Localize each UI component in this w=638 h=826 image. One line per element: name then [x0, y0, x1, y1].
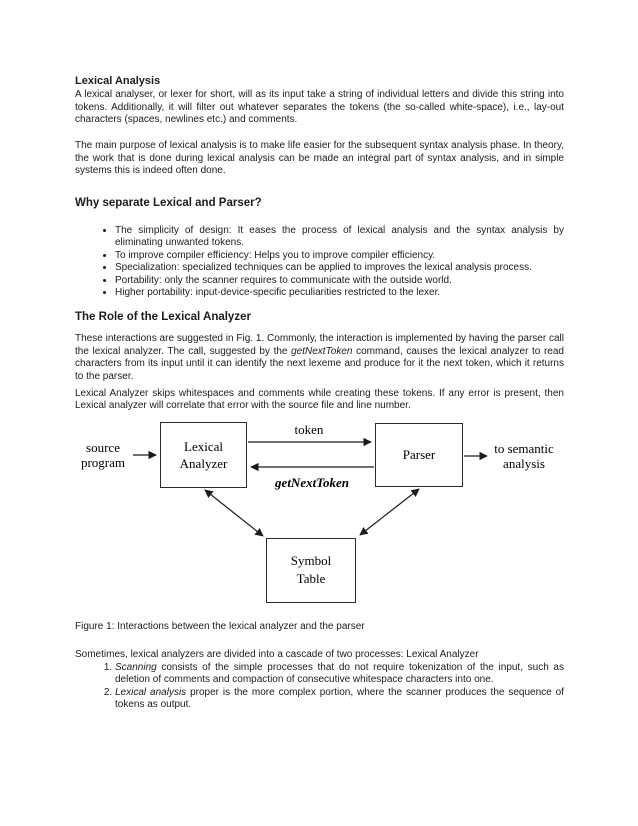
step-term: Scanning [115, 661, 157, 673]
role-p1-text: command, causes the lexical analyzer to … [75, 345, 564, 382]
get-next-token-term: getNextToken [291, 345, 353, 357]
document-content: Lexical Analysis A lexical analyser, or … [75, 75, 564, 712]
reasons-list: The simplicity of design: It eases the p… [75, 225, 564, 299]
section-heading-role: The Role of the Lexical Analyzer [75, 311, 251, 324]
figure-caption: Figure 1: Interactions between the lexic… [75, 620, 365, 632]
role-paragraph-2: Lexical Analyzer skips whitespaces and c… [75, 387, 564, 412]
role-p1-text: These interactions are suggested in Fig.… [75, 333, 564, 357]
arrow-lexer-symbol-table [204, 489, 264, 537]
token-edge-label: token [294, 421, 324, 437]
cascade-intro: Sometimes, lexical analyzers are divided… [75, 649, 479, 661]
lexical-analyzer-node: Lexical Analyzer [160, 421, 247, 488]
intro-paragraph-2: The main purpose of lexical analysis is … [75, 140, 564, 176]
intro-paragraph-1: A lexical analyser, or lexer for short, … [75, 89, 564, 125]
list-item: Specialization: specialized techniques c… [115, 262, 564, 274]
symbol-table-node-label: Symbol Table [290, 553, 332, 587]
lexical-analyzer-node-label: Lexical Analyzer [179, 438, 228, 471]
diagram-arrows [133, 437, 488, 537]
list-item: To improve compiler efficiency: Helps yo… [115, 250, 564, 262]
source-program-label: source program [80, 439, 126, 470]
list-item: Scanning consists of the simple processe… [115, 662, 564, 687]
parser-node-label: Parser [402, 447, 436, 463]
arrow-parser-symbol-table [359, 488, 420, 536]
list-item: Higher portability: input-device-specifi… [115, 287, 564, 299]
get-next-token-edge-label: getNextToken [275, 474, 349, 490]
parser-node: Parser [375, 422, 463, 487]
list-item: Portability: only the scanner requires t… [115, 275, 564, 287]
to-semantic-analysis-label: to semantic analysis [494, 440, 554, 471]
list-item: The simplicity of design: It eases the p… [115, 225, 564, 250]
section-heading-why-separate: Why separate Lexical and Parser? [75, 197, 262, 209]
step-text: consists of the simple processes that do… [115, 661, 564, 686]
figure-1-diagram: source program Lexical Analyzer token ge… [0, 417, 638, 612]
step-term: Lexical analysis [115, 686, 187, 698]
role-paragraph-1: These interactions are suggested in Fig.… [75, 333, 564, 383]
cascade-steps-list: Scanning consists of the simple processe… [75, 662, 564, 712]
step-text: proper is the more complex portion, wher… [115, 686, 564, 711]
symbol-table-node: Symbol Table [266, 537, 356, 603]
list-item: Lexical analysis proper is the more comp… [115, 687, 564, 712]
doc-title: Lexical Analysis [75, 75, 161, 87]
